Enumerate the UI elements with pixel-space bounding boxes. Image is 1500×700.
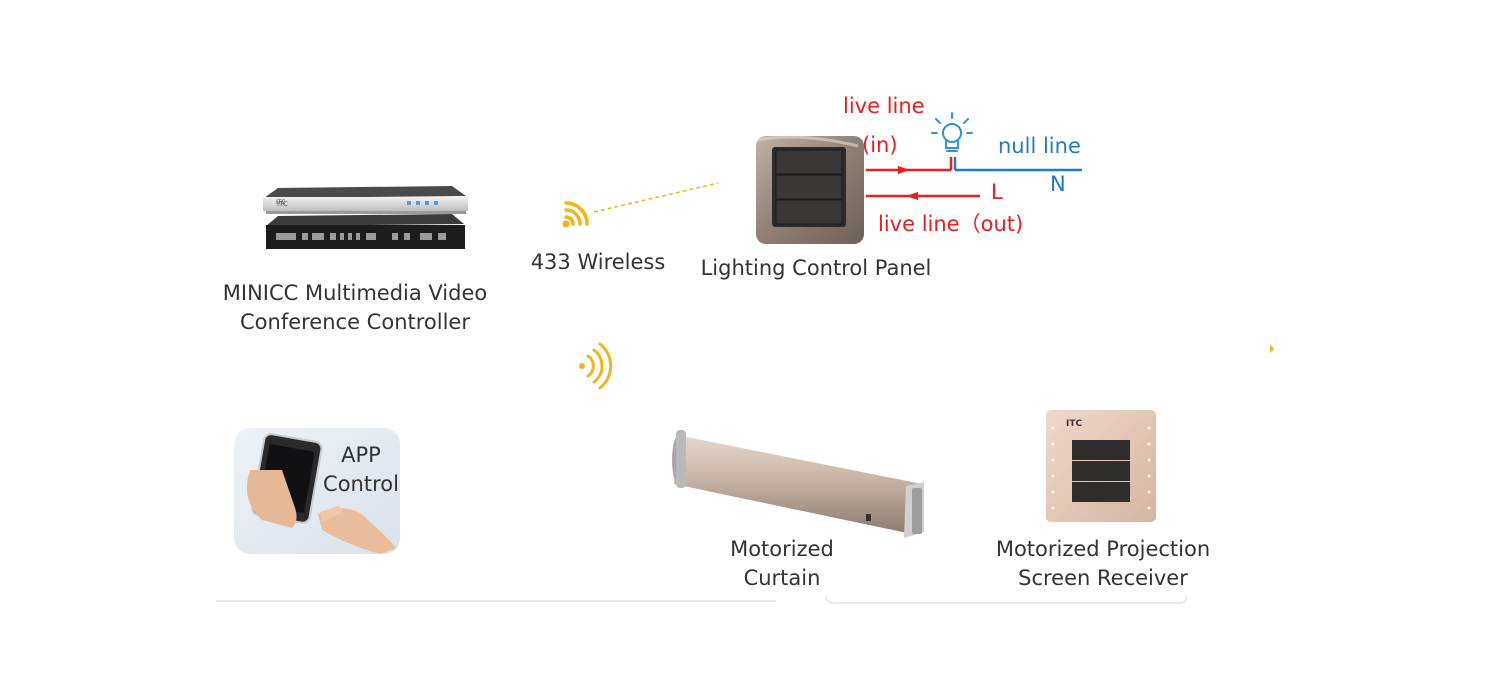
divider-bracket <box>825 595 1187 604</box>
projection-label: Motorized Projection Screen Receiver <box>968 535 1238 593</box>
app-control-line2: Control <box>323 472 399 496</box>
svg-text:ITC: ITC <box>277 200 288 208</box>
projection-logo: ITC <box>1066 419 1082 429</box>
controller-label-line1: MINICC Multimedia Video <box>222 281 488 305</box>
curtain-label-line2: Curtain <box>743 566 821 590</box>
live-line-out-label: live line（out) <box>878 212 1024 236</box>
panel-label: Lighting Control Panel <box>700 256 932 280</box>
lighting-panel-image <box>756 135 864 244</box>
live-line-in-label: live line <box>843 94 925 118</box>
live-line-in-paren: (in) <box>862 133 898 157</box>
curtain-label-line1: Motorized <box>730 537 834 561</box>
wireless-link-line <box>593 182 719 213</box>
wiring <box>866 157 1082 200</box>
wifi-signal-icon <box>579 342 613 390</box>
live-l-label: L <box>991 180 1003 204</box>
neutral-n-label: N <box>1050 172 1066 196</box>
app-control-image <box>234 428 400 554</box>
controller-label: MINICC Multimedia Video Conference Contr… <box>200 279 510 337</box>
wifi-icon <box>562 201 589 228</box>
curtain-motor-image <box>672 430 924 538</box>
projection-receiver-image: ITC <box>1046 410 1156 522</box>
controller-logo: ITC <box>276 199 286 206</box>
projection-label-line2: Screen Receiver <box>1018 566 1188 590</box>
controller-label-line2: Conference Controller <box>240 310 470 334</box>
curtain-label: Motorized Curtain <box>702 535 862 593</box>
controller-device-image: ITC <box>263 186 468 249</box>
arrow-marker-icon <box>1270 344 1274 353</box>
app-control-line1: APP <box>341 443 381 467</box>
null-line-label: null line <box>998 134 1081 158</box>
projection-label-line1: Motorized Projection <box>995 537 1211 561</box>
wireless-label: 433 Wireless <box>530 250 666 274</box>
light-bulb-icon <box>931 112 973 152</box>
app-control-label: APP Control <box>316 441 406 499</box>
